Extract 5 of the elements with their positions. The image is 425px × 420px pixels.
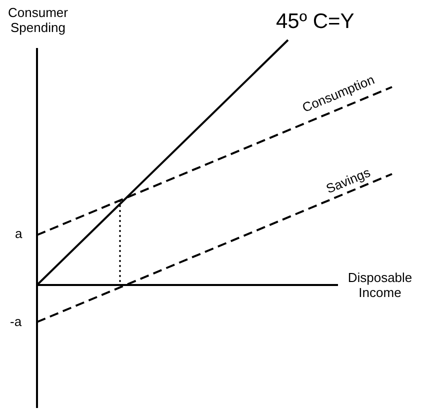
axis-label: Consumer Spending — [7, 5, 69, 35]
tick-label: -a — [10, 314, 22, 329]
line-label: 45º C=Y — [276, 10, 354, 34]
axis-label: Disposable Income — [346, 270, 414, 300]
tick-label: a — [15, 226, 22, 241]
